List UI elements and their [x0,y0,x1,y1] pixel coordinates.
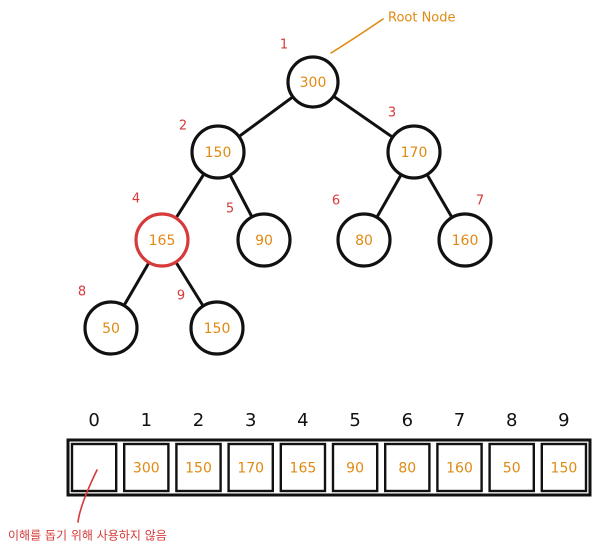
tree-node-circle [134,212,190,268]
tree-node-circle [286,55,340,109]
array-index-label: 0 [88,410,99,431]
array-cell-4: 165 [279,442,327,493]
tree-node-index: 6 [332,194,340,209]
array-cell-value: 165 [290,461,317,477]
array-cell-value: 150 [185,461,212,477]
unused-index-annotation: 이해를 돕기 위해 사용하지 않음 [8,469,167,543]
array-cell-value: 150 [551,461,578,477]
tree-edge-1-3 [332,94,395,139]
tree-node-1: 300 1 [280,38,340,109]
array-cell-box [540,442,588,493]
array-cell-3: 170 [227,442,275,493]
array-cell-0 [70,442,118,493]
tree-node-index: 5 [226,202,234,217]
tree-node-index: 8 [78,285,86,300]
root-node-annotation: Root Node [330,11,456,54]
array-cell-8: 50 [488,442,536,493]
array-cell-7: 160 [436,442,483,493]
tree-edge-4-9 [174,260,205,308]
tree-node-value: 160 [452,233,479,249]
tree-edge-4-8 [122,261,151,307]
array-index-label: 8 [506,410,517,431]
tree-node-value: 90 [255,233,273,249]
tree-node-index: 3 [388,106,396,121]
array-cell-value: 300 [133,461,160,477]
tree-edge-3-6 [375,173,403,219]
tree-node-value: 50 [102,321,120,337]
tree-node-8: 50 8 [78,285,139,356]
array-cell-value: 50 [503,461,521,477]
array-cell-value: 80 [398,461,416,477]
array-cell-box [436,442,483,493]
tree-node-value: 150 [205,145,232,161]
array-index-label: 7 [454,410,465,431]
tree-node-circle [236,212,292,268]
tree-edge-3-7 [425,173,454,219]
array-index-label: 5 [349,410,360,431]
tree-node-index: 1 [280,38,288,53]
root-node-label: Root Node [388,11,456,26]
array-frame [66,438,592,497]
tree-node-index: 2 [179,119,187,134]
array-cell-2: 150 [175,442,222,493]
tree-node-circle [190,124,246,180]
array-cell-6: 80 [384,442,431,493]
array-cell-value: 160 [446,461,473,477]
tree-node-value: 170 [401,145,428,161]
tree-node-index: 9 [177,289,185,304]
tree-edge-2-5 [228,173,254,219]
array-cell-box [279,442,327,493]
tree-node-circle [83,300,139,356]
array-index-label: 2 [193,410,204,431]
heap-array: 0 300 1 150 2 170 3 165 4 90 5 80 6 160 7 50 8 150 9 [66,410,592,497]
tree-node-circle [437,212,493,268]
root-node-pointer [330,18,384,54]
tree-node-circle [386,124,442,180]
tree-node-5: 90 5 [226,202,292,268]
array-cell-5: 90 [331,442,379,493]
tree-node-value: 150 [204,321,231,337]
tree-node-circle [336,212,392,268]
tree-node-circle [189,300,245,356]
array-index-label: 9 [558,410,569,431]
array-cell-box [175,442,222,493]
array-cell-value: 170 [237,461,264,477]
tree-node-6: 80 6 [332,194,392,268]
array-cell-value: 90 [346,461,364,477]
array-cell-box [384,442,431,493]
tree-edges [122,94,454,308]
array-cell-box [70,442,118,493]
tree-node-index: 4 [132,192,140,207]
array-cell-1: 300 [122,442,170,493]
tree-node-value: 165 [149,233,176,249]
tree-edge-2-4 [174,172,206,220]
array-index-label: 3 [245,410,256,431]
array-index-label: 4 [297,410,308,431]
array-cell-box [122,442,170,493]
array-cell-9: 150 [540,442,588,493]
array-cell-box [227,442,275,493]
unused-index-pointer [77,469,98,523]
array-index-label: 1 [141,410,152,431]
array-cell-box [331,442,379,493]
unused-index-note: 이해를 돕기 위해 사용하지 않음 [8,529,167,543]
array-cell-box [488,442,536,493]
tree-edge-1-2 [237,95,295,139]
tree-node-index: 7 [476,194,484,209]
tree-node-value: 300 [300,75,327,91]
array-index-label: 6 [402,410,413,431]
tree-node-value: 80 [355,233,373,249]
